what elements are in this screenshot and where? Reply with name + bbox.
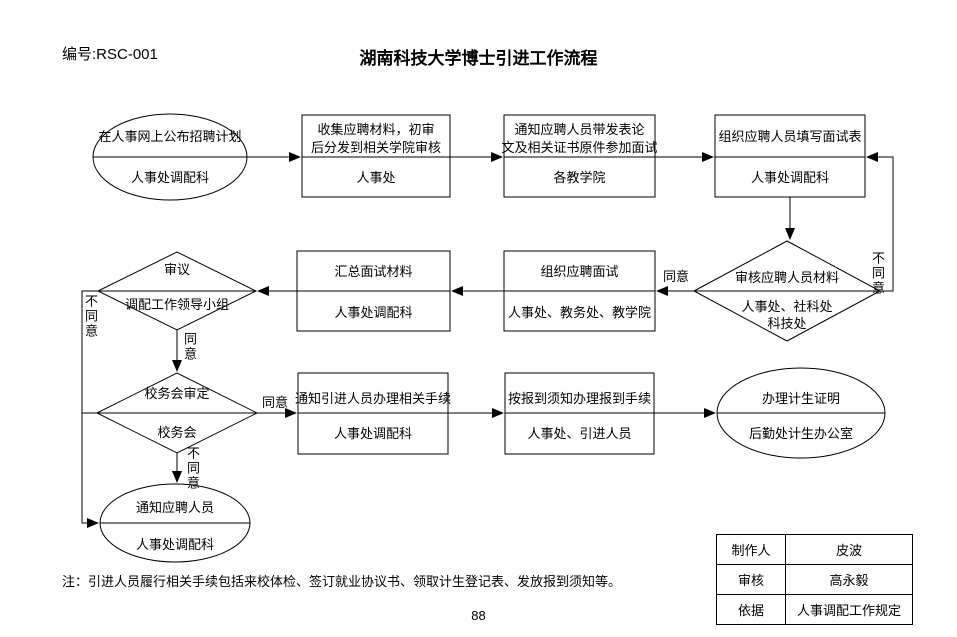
collect-materials-action-line2: 后分发到相关学院审核 <box>310 139 441 155</box>
maker-value: 皮波 <box>785 534 913 565</box>
summarize-owner: 人事处调配科 <box>334 304 413 320</box>
collect-materials-action-line1: 收集应聘材料，初审 <box>317 121 435 137</box>
family-planning-action: 办理计生证明 <box>761 390 840 406</box>
reviewer-value: 高永毅 <box>785 564 913 595</box>
footnote: 注：引进人员履行相关手续包括来校体检、签订就业协议书、领取计生登记表、发放报到须… <box>62 574 622 589</box>
review-materials-owner-line1: 人事处、社科处 <box>741 298 833 314</box>
connector-disagree-to-notify-applicant <box>81 290 99 528</box>
organize-interview-owner: 人事处、教务处、教学院 <box>507 304 651 320</box>
node-dividers <box>93 156 885 524</box>
notify-procedure-owner: 人事处调配科 <box>333 425 412 441</box>
council-review-action: 校务会审定 <box>144 385 210 401</box>
page-title: 湖南科技大学博士引进工作流程 <box>359 49 598 68</box>
fill-form-action: 组织应聘人员填写面试表 <box>718 128 862 144</box>
fill-form-box <box>714 114 866 198</box>
node-shapes <box>92 113 886 563</box>
publish-plan-owner: 人事处调配科 <box>130 169 209 185</box>
organize-interview-action: 组织应聘面试 <box>540 263 619 279</box>
collect-materials-box <box>301 114 451 198</box>
basis-value: 人事调配工作规定 <box>785 594 913 625</box>
connector-disagree-back-to-fillform <box>866 152 894 292</box>
review-materials-action: 审核应聘人员材料 <box>734 269 839 285</box>
fill-form-owner: 人事处调配科 <box>750 169 829 185</box>
leader-review-agree-label: 同意 <box>182 332 197 362</box>
review-materials-disagree-label: 不同意 <box>870 251 885 296</box>
notify-exam-action-line1: 通知应聘人员带发表论 <box>514 121 645 137</box>
publish-plan-action: 在人事网上公布招聘计划 <box>98 128 242 144</box>
maker-label: 制作人 <box>716 534 786 565</box>
notify-applicant-action: 通知应聘人员 <box>135 499 214 515</box>
reviewer-label: 审核 <box>716 564 786 595</box>
review-materials-owner-line2: 科技处 <box>767 315 807 331</box>
collect-materials-owner: 人事处 <box>356 169 396 185</box>
doc-number: 编号:RSC-001 <box>62 46 158 63</box>
table-row: 依据 人事调配工作规定 <box>716 594 913 625</box>
family-planning-owner: 后勤处计生办公室 <box>748 425 853 441</box>
leader-review-action: 审议 <box>163 261 190 277</box>
leader-review-disagree-label: 不同意 <box>83 294 98 339</box>
register-owner: 人事处、引进人员 <box>527 425 632 441</box>
footer-info-table: 制作人 皮波 审核 高永毅 依据 人事调配工作规定 <box>716 534 913 625</box>
table-row: 审核 高永毅 <box>716 564 913 595</box>
leader-review-owner: 调配工作领导小组 <box>124 296 229 312</box>
page-number: 88 <box>471 608 486 623</box>
summarize-action: 汇总面试材料 <box>334 263 413 279</box>
connectors <box>81 152 894 528</box>
notify-exam-action-line2: 文及相关证书原件参加面试 <box>501 139 658 155</box>
notify-exam-owner: 各教学院 <box>553 169 606 185</box>
notify-exam-box <box>503 114 656 198</box>
council-review-disagree-label: 不同意 <box>185 446 200 491</box>
register-action: 按报到须知办理报到手续 <box>507 390 651 406</box>
review-materials-agree-label: 同意 <box>662 268 689 284</box>
council-review-agree-label: 同意 <box>261 394 288 410</box>
table-row: 制作人 皮波 <box>716 534 913 565</box>
basis-label: 依据 <box>716 594 786 625</box>
council-review-owner: 校务会 <box>157 424 197 440</box>
notify-applicant-owner: 人事处调配科 <box>135 536 214 552</box>
notify-procedure-action: 通知引进人员办理相关手续 <box>295 390 452 406</box>
